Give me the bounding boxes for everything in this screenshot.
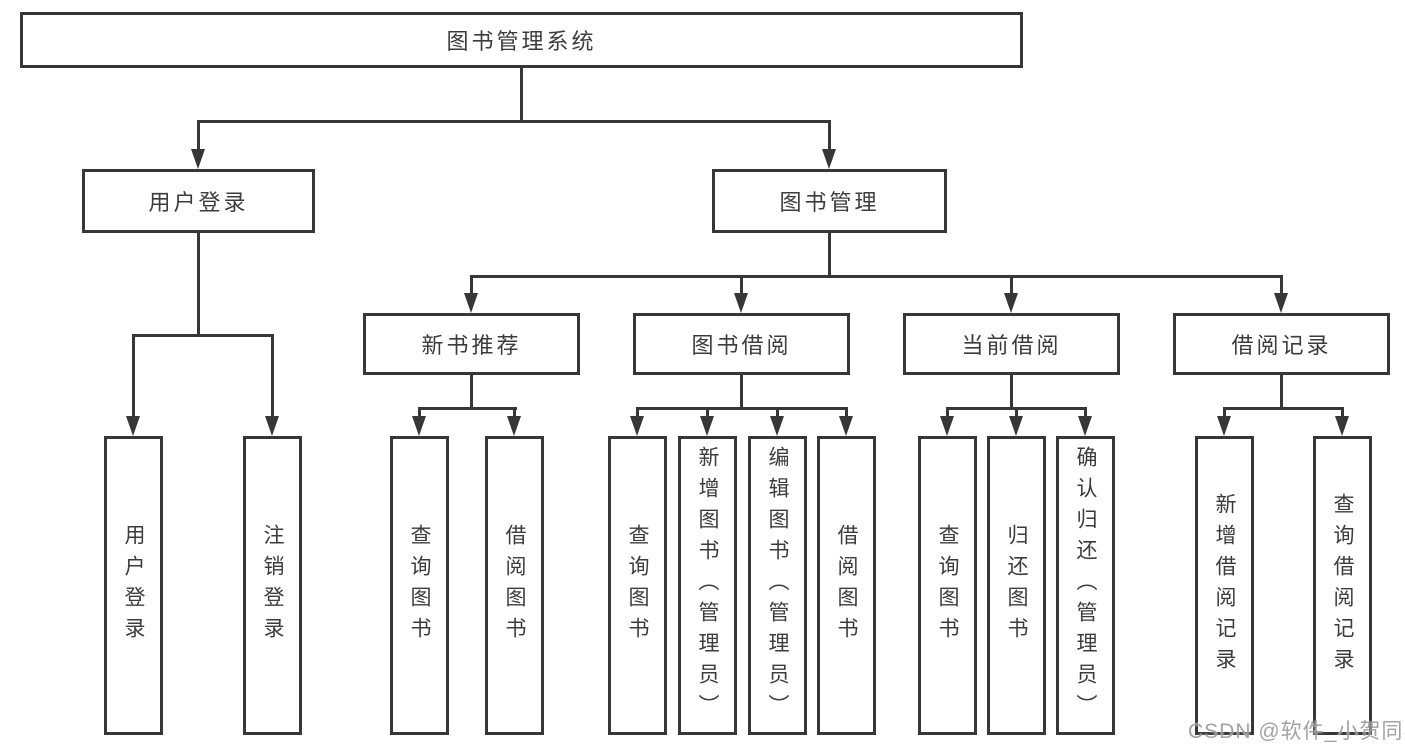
connector-line <box>197 120 200 150</box>
node-root-label: 图书管理系统 <box>446 29 597 54</box>
leaf-logout: 注销登录 <box>243 436 302 735</box>
arrow-down-icon <box>822 149 836 169</box>
arrow-down-icon <box>412 416 426 436</box>
leaf-borrow-add-admin-label: 新增图书（管理员） <box>696 446 719 725</box>
connector-line <box>1015 407 1018 417</box>
arrow-down-icon <box>1004 293 1018 313</box>
connector-line <box>470 375 473 410</box>
connector-line <box>1280 275 1283 294</box>
arrow-down-icon <box>940 416 954 436</box>
leaf-newbook-query: 查询图书 <box>390 436 449 735</box>
leaf-current-query: 查询图书 <box>918 436 977 735</box>
arrow-down-icon <box>1009 416 1023 436</box>
connector-line <box>132 334 274 337</box>
node-new-book-recommend: 新书推荐 <box>363 313 580 375</box>
node-current-borrow: 当前借阅 <box>903 313 1120 375</box>
leaf-borrow-book: 借阅图书 <box>817 436 876 735</box>
node-book-borrow: 图书借阅 <box>633 313 850 375</box>
leaf-current-confirm-admin-label: 确认归还（管理员） <box>1074 446 1097 725</box>
arrow-down-icon <box>507 416 521 436</box>
leaf-current-return-label: 归还图书 <box>1005 523 1028 648</box>
node-book-management-label: 图书管理 <box>779 190 880 215</box>
node-root: 图书管理系统 <box>20 12 1023 68</box>
leaf-records-add-label: 新增借阅记录 <box>1213 492 1236 679</box>
arrow-down-icon <box>700 416 714 436</box>
arrow-down-icon <box>1335 416 1349 436</box>
connector-line <box>470 275 473 294</box>
leaf-current-query-label: 查询图书 <box>936 523 959 648</box>
connector-line <box>636 407 848 410</box>
connector-line <box>132 334 135 417</box>
node-new-book-recommend-label: 新书推荐 <box>421 333 522 358</box>
node-book-borrow-label: 图书借阅 <box>691 333 792 358</box>
leaf-user-login-label: 用户登录 <box>122 523 145 648</box>
leaf-borrow-query-label: 查询图书 <box>626 523 649 648</box>
leaf-newbook-borrow: 借阅图书 <box>485 436 544 735</box>
leaf-records-add: 新增借阅记录 <box>1195 436 1254 735</box>
arrow-down-icon <box>265 416 279 436</box>
connector-line <box>636 407 639 417</box>
connector-line <box>1010 275 1013 294</box>
arrow-down-icon <box>770 416 784 436</box>
connector-line <box>828 233 831 278</box>
connector-line <box>197 233 200 337</box>
leaf-current-return: 归还图书 <box>987 436 1046 735</box>
leaf-borrow-edit-admin: 编辑图书（管理员） <box>748 436 807 735</box>
connector-line <box>828 120 831 150</box>
leaf-user-login: 用户登录 <box>104 436 163 735</box>
connector-line <box>1223 407 1344 410</box>
connector-line <box>706 407 709 417</box>
connector-line <box>271 334 274 417</box>
arrow-down-icon <box>630 416 644 436</box>
leaf-newbook-borrow-label: 借阅图书 <box>503 523 526 648</box>
node-current-borrow-label: 当前借阅 <box>961 333 1062 358</box>
arrow-down-icon <box>464 293 478 313</box>
connector-line <box>1341 407 1344 417</box>
connector-line <box>418 407 421 417</box>
connector-line <box>740 275 743 294</box>
leaf-borrow-book-label: 借阅图书 <box>835 523 858 648</box>
connector-line <box>946 407 949 417</box>
connector-line <box>520 68 523 123</box>
arrow-down-icon <box>191 149 205 169</box>
connector-line <box>1280 375 1283 410</box>
arrow-down-icon <box>126 416 140 436</box>
connector-line <box>513 407 516 417</box>
node-borrow-records-label: 借阅记录 <box>1231 333 1332 358</box>
connector-line <box>845 407 848 417</box>
arrow-down-icon <box>839 416 853 436</box>
leaf-borrow-edit-admin-label: 编辑图书（管理员） <box>766 446 789 725</box>
connector-line <box>418 407 517 410</box>
connector-line <box>776 407 779 417</box>
leaf-logout-label: 注销登录 <box>261 523 284 648</box>
node-borrow-records: 借阅记录 <box>1173 313 1390 375</box>
leaf-newbook-query-label: 查询图书 <box>408 523 431 648</box>
arrow-down-icon <box>1274 293 1288 313</box>
arrow-down-icon <box>1078 416 1092 436</box>
arrow-down-icon <box>1217 416 1231 436</box>
node-book-management: 图书管理 <box>712 169 947 233</box>
connector-line <box>1223 407 1226 417</box>
leaf-borrow-query: 查询图书 <box>608 436 667 735</box>
node-user-login: 用户登录 <box>82 169 315 233</box>
connector-line <box>740 375 743 410</box>
arrow-down-icon <box>734 293 748 313</box>
connector-line <box>1084 407 1087 417</box>
connector-line <box>470 275 1283 278</box>
leaf-current-confirm-admin: 确认归还（管理员） <box>1056 436 1115 735</box>
connector-line <box>1010 375 1013 410</box>
leaf-records-query-label: 查询借阅记录 <box>1331 492 1354 679</box>
leaf-records-query: 查询借阅记录 <box>1313 436 1372 735</box>
leaf-borrow-add-admin: 新增图书（管理员） <box>678 436 737 735</box>
node-user-login-label: 用户登录 <box>148 190 249 215</box>
connector-line <box>197 120 831 123</box>
csdn-watermark: CSDN @软件_小贺同学 <box>1188 720 1405 743</box>
